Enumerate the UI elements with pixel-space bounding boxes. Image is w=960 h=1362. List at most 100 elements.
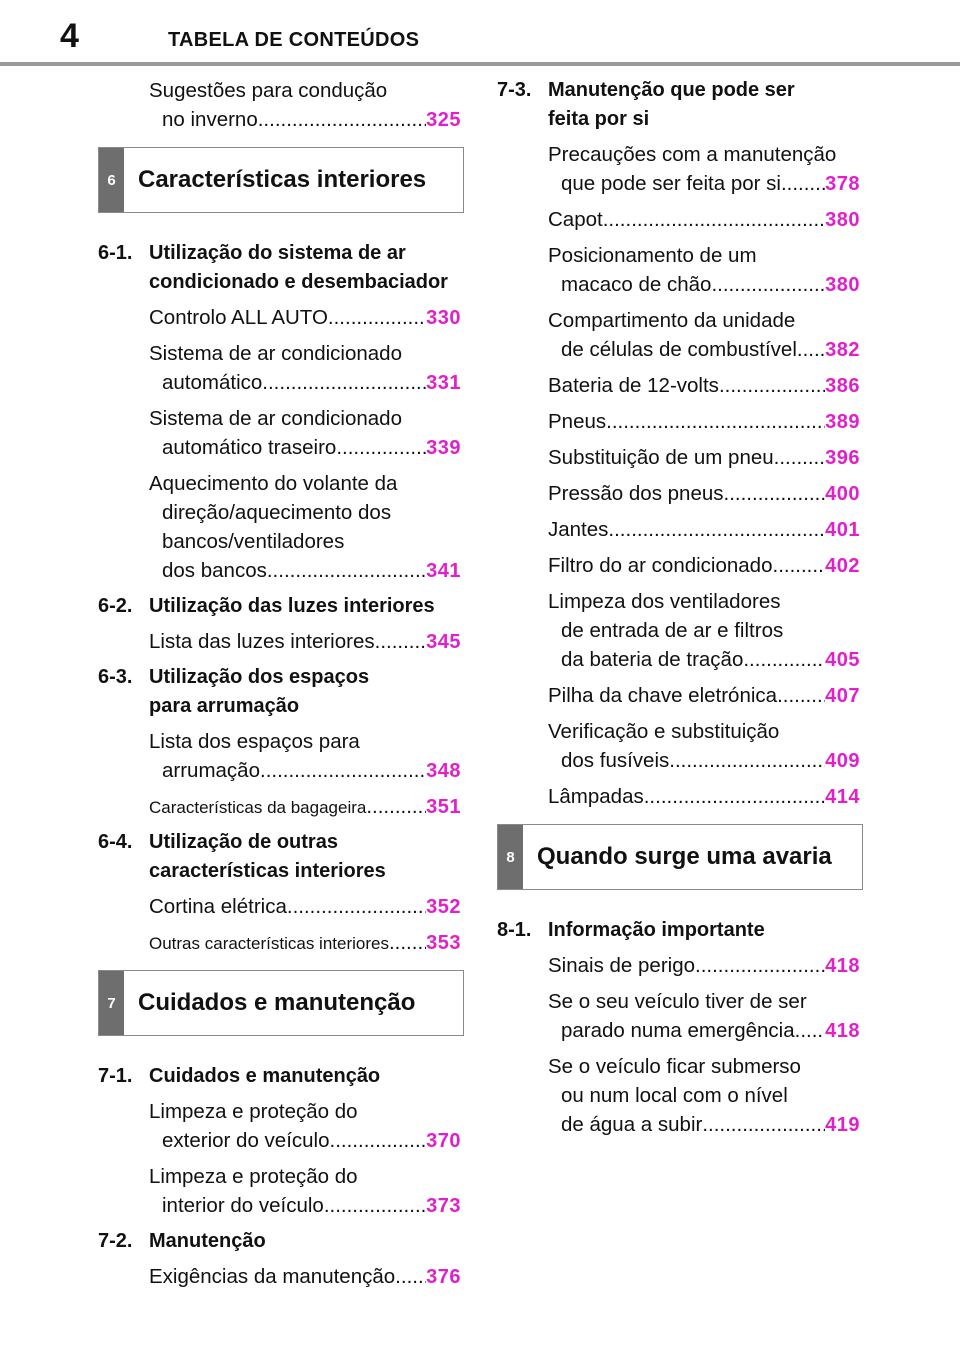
section-header-8[interactable]: 8 Quando surge uma avaria: [497, 824, 863, 890]
entry-text: de células de combustível: [561, 338, 797, 361]
dot-leader: [262, 368, 426, 397]
dot-leader: [606, 407, 825, 436]
page-header: 4 TABELA DE CONTEÚDOS: [0, 0, 960, 66]
page-number: 4: [60, 17, 79, 55]
toc-entry[interactable]: Substituição de um pneu396: [497, 443, 863, 473]
toc-entry[interactable]: Capot380: [497, 205, 863, 235]
entry-text: Jantes: [548, 518, 609, 541]
entry-text-line: Se o veículo ficar submerso: [548, 1055, 801, 1078]
subsection-title-line: condicionado e desembaciador: [149, 271, 448, 293]
page-number-link[interactable]: 418: [825, 1020, 860, 1042]
page-number-link[interactable]: 382: [825, 339, 860, 361]
page-number-link[interactable]: 419: [825, 1114, 860, 1136]
dot-leader: [777, 681, 825, 710]
entry-text: Controlo ALL AUTO: [149, 306, 328, 329]
entry-text-line: direção/aquecimento dos: [162, 501, 392, 524]
entry-last-line: Pilha da chave eletrónica407: [548, 681, 860, 711]
page-number-link[interactable]: 325: [426, 109, 461, 131]
entry-text-line: Limpeza dos ventiladores: [548, 590, 781, 613]
page-number-link[interactable]: 380: [825, 274, 860, 296]
page-number-link[interactable]: 389: [825, 411, 860, 433]
entry-last-line: automático traseiro339: [149, 433, 461, 463]
entry-text: Sinais de perigo: [548, 954, 696, 977]
page-number-link[interactable]: 352: [426, 896, 461, 918]
toc-entry[interactable]: Pressão dos pneus400: [497, 479, 863, 509]
toc-entry[interactable]: Limpeza e proteção do exterior do veículo…: [98, 1097, 464, 1156]
page-number-link[interactable]: 405: [825, 649, 860, 671]
toc-entry[interactable]: Sistema de ar condicionadoautomático331: [98, 339, 464, 398]
entry-last-line: Substituição de um pneu396: [548, 443, 860, 473]
toc-entry[interactable]: Características da bagageira351: [98, 792, 464, 822]
page-number-link[interactable]: 414: [825, 786, 860, 808]
entry-text: exterior do veículo: [162, 1129, 330, 1152]
dot-leader: [773, 551, 826, 580]
entry-text: que pode ser feita por si: [561, 172, 781, 195]
toc-entry[interactable]: Exigências da manutenção376: [98, 1262, 464, 1292]
toc-entry[interactable]: Sinais de perigo 418: [497, 951, 863, 981]
toc-entry[interactable]: Filtro do ar condicionado402: [497, 551, 863, 581]
page-number-link[interactable]: 400: [825, 483, 860, 505]
toc-entry[interactable]: Pneus389: [497, 407, 863, 437]
entry-text: Outras características interiores: [149, 934, 389, 953]
page-number-link[interactable]: 386: [825, 375, 860, 397]
toc-entry[interactable]: Jantes 401: [497, 515, 863, 545]
page-number-link[interactable]: 353: [426, 932, 461, 954]
toc-entry[interactable]: Outras características interiores 353: [98, 928, 464, 958]
toc-entry[interactable]: Controlo ALL AUTO 330: [98, 303, 464, 333]
entry-text-lines: Limpeza e proteção do: [149, 1097, 461, 1126]
page-number-link[interactable]: 396: [825, 447, 860, 469]
dot-leader: [336, 433, 426, 462]
entry-last-line: Bateria de 12-volts386: [548, 371, 860, 401]
page-number-link[interactable]: 378: [825, 173, 860, 195]
page-number-link[interactable]: 373: [426, 1195, 461, 1217]
page-number-link[interactable]: 402: [825, 555, 860, 577]
page-number-link[interactable]: 330: [426, 307, 461, 329]
page-number-link[interactable]: 380: [825, 209, 860, 231]
toc-entry[interactable]: Lista dos espaços paraarrumação348: [98, 727, 464, 786]
section-header-6[interactable]: 6 Características interiores: [98, 147, 464, 213]
page-number-link[interactable]: 351: [426, 796, 461, 818]
page-number-link[interactable]: 345: [426, 631, 461, 653]
page-number-link[interactable]: 409: [825, 750, 860, 772]
entry-text: dos fusíveis: [561, 749, 670, 772]
entry-last-line: da bateria de tração405: [548, 645, 860, 675]
toc-entry[interactable]: Cortina elétrica352: [98, 892, 464, 922]
subsection-number: 6-3.: [98, 666, 133, 688]
page-number-link[interactable]: 331: [426, 372, 461, 394]
page-number-link[interactable]: 348: [426, 760, 461, 782]
toc-entry[interactable]: Lista das luzes interiores345: [98, 627, 464, 657]
dot-leader: [389, 928, 426, 957]
page-number-link[interactable]: 370: [426, 1130, 461, 1152]
entry-last-line: arrumação348: [149, 756, 461, 786]
subsection-number: 7-2.: [98, 1230, 133, 1252]
section-header-7[interactable]: 7 Cuidados e manutenção: [98, 970, 464, 1036]
entry-text-line: Posicionamento de um: [548, 244, 757, 267]
page-number-link[interactable]: 401: [825, 519, 860, 541]
section-tab: 6: [99, 148, 124, 212]
toc-entry[interactable]: Pilha da chave eletrónica407: [497, 681, 863, 711]
page-number-link[interactable]: 418: [825, 955, 860, 977]
page-number-link[interactable]: 339: [426, 437, 461, 459]
page-number-link[interactable]: 376: [426, 1266, 461, 1288]
page-number-link[interactable]: 341: [426, 560, 461, 582]
toc-entry[interactable]: Bateria de 12-volts386: [497, 371, 863, 401]
dot-leader: [795, 1016, 826, 1045]
subsection-title-line: Utilização dos espaços: [149, 666, 370, 688]
page-number-link[interactable]: 407: [825, 685, 860, 707]
toc-entry[interactable]: Lâmpadas414: [497, 782, 863, 812]
